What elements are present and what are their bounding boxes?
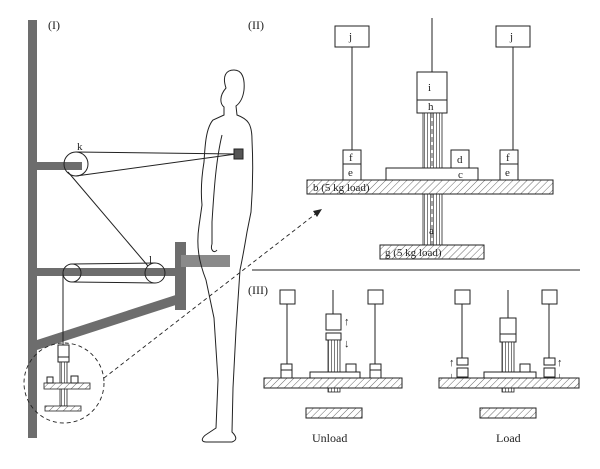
label-h: h xyxy=(428,101,434,113)
label-d: d xyxy=(457,154,463,166)
load-base xyxy=(479,407,537,419)
label-l: l xyxy=(149,254,152,266)
label-a: a xyxy=(429,225,434,237)
panel-ii-label: (II) xyxy=(248,18,264,32)
base-g xyxy=(379,244,485,260)
plate-c xyxy=(385,167,479,181)
vertical-post xyxy=(28,20,37,438)
unload-e-left xyxy=(280,369,293,379)
panel-ii: (II) j j i h a f e f e d c b (5 kg l xyxy=(248,18,554,260)
cable-lower-top xyxy=(71,262,156,265)
mini-sensor xyxy=(57,344,70,358)
caption-unload: Unload xyxy=(312,431,347,445)
load-block-d xyxy=(519,363,531,373)
panel-iii-label: (III) xyxy=(248,283,268,297)
human-figure xyxy=(197,69,254,443)
pelvic-pad-mount xyxy=(175,242,186,310)
mini-sensor-base xyxy=(57,356,70,363)
head-marker xyxy=(233,148,244,160)
load-arrow-up-left: ↑ xyxy=(449,357,455,369)
lower-arm xyxy=(37,268,179,276)
label-i: i xyxy=(428,82,431,94)
caption-load: Load xyxy=(496,431,521,445)
unload-e-right xyxy=(369,369,382,379)
panel-i: (I) k l xyxy=(23,18,322,443)
load-arrow-up-right: ↑ xyxy=(557,357,563,369)
load-sensor xyxy=(499,317,517,335)
load-e-left xyxy=(456,367,469,378)
cable-lower-bottom xyxy=(71,281,156,284)
load-arrow-down-left: ↓ xyxy=(449,371,455,383)
label-g: g (5 kg load) xyxy=(385,247,442,259)
label-e-right: e xyxy=(505,167,510,179)
unload-arrow-up: ↑ xyxy=(344,316,350,328)
platform-b xyxy=(306,179,554,195)
label-e-left: e xyxy=(348,167,353,179)
load-f-right xyxy=(543,357,556,366)
unload-sensor xyxy=(325,313,342,331)
unload-f-left xyxy=(280,363,293,371)
unload-base xyxy=(305,407,363,419)
cable-upper-return xyxy=(75,153,237,177)
unload-sensor-base xyxy=(325,332,342,341)
unload-weight-right xyxy=(367,289,384,305)
sensor-i xyxy=(416,71,448,101)
label-j-right: j xyxy=(509,31,513,43)
label-c: c xyxy=(458,169,463,181)
load-weight-left xyxy=(454,289,471,305)
human-hand xyxy=(211,243,218,253)
cable-upper xyxy=(75,151,237,155)
zoom-pointer xyxy=(103,211,319,379)
cable-diagonal xyxy=(67,171,149,267)
mini-platform xyxy=(43,382,91,390)
unload-block-d xyxy=(345,363,357,373)
mini-block-right xyxy=(70,375,79,384)
unload-plate-c xyxy=(309,371,361,379)
label-f-left: f xyxy=(349,152,353,164)
unload-diagram: ↑ ↓ Unload xyxy=(263,289,403,445)
label-f-right: f xyxy=(506,152,510,164)
unload-platform xyxy=(263,377,403,389)
mini-base xyxy=(44,405,82,412)
mini-block-left xyxy=(46,376,54,384)
load-sensor-base xyxy=(499,333,517,343)
label-j-left: j xyxy=(348,31,352,43)
human-arm xyxy=(211,134,223,244)
load-arrow-down-right: ↓ xyxy=(557,371,563,383)
unload-arrow-down: ↓ xyxy=(344,338,350,350)
diagonal-brace xyxy=(37,292,185,350)
panel-iii: (III) ↑ ↓ Unload xyxy=(248,283,580,445)
zoom-arrowhead xyxy=(313,209,322,217)
load-platform xyxy=(438,377,580,389)
upper-arm xyxy=(37,162,82,170)
unload-f-right xyxy=(369,363,382,371)
unload-weight-left xyxy=(279,289,296,305)
load-diagram: ↑ ↓ ↑ ↓ → ← Load xyxy=(438,289,580,445)
pelvic-pad xyxy=(181,255,230,267)
panel-i-label: (I) xyxy=(48,18,60,32)
load-weight-right xyxy=(541,289,558,305)
load-f-left xyxy=(456,357,469,366)
label-k: k xyxy=(77,141,83,153)
load-e-right xyxy=(543,367,556,378)
zoom-circle xyxy=(23,342,105,424)
label-b: b (5 kg load) xyxy=(313,182,370,194)
